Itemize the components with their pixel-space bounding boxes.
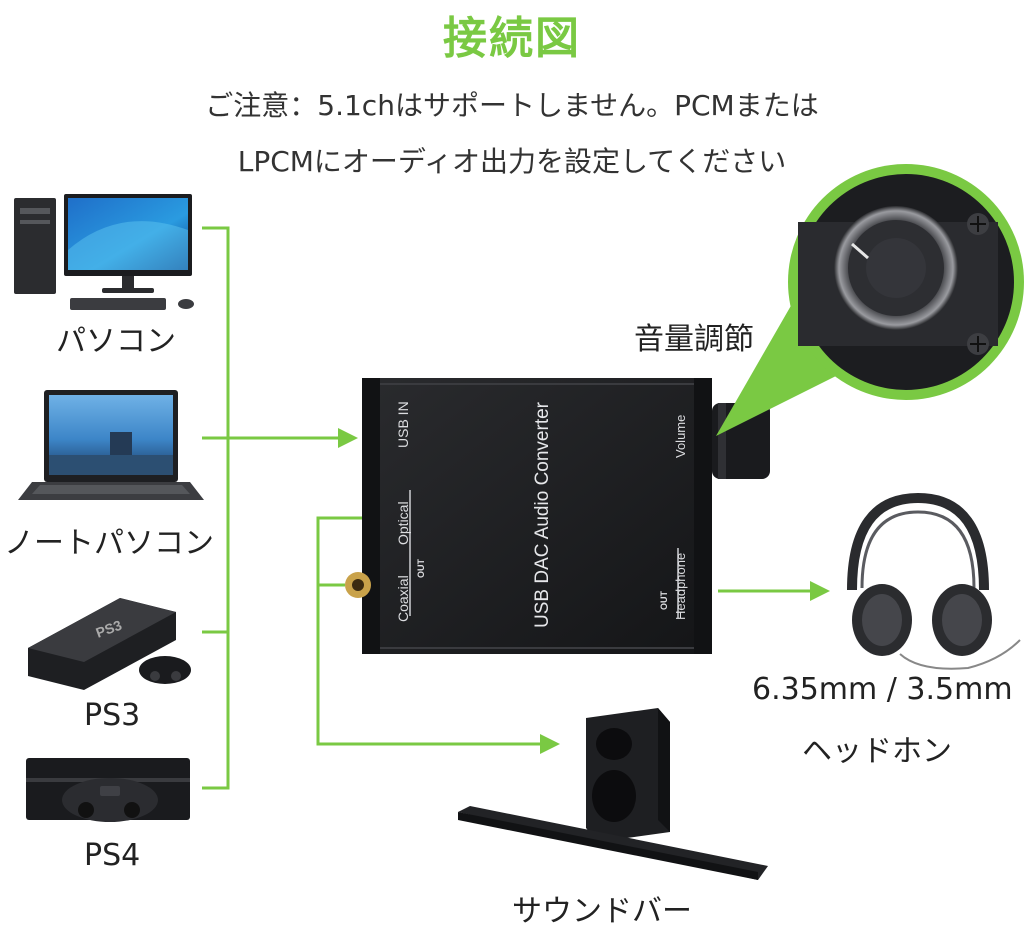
- arrow-to-headphone: [810, 581, 830, 601]
- label-headphone-size: 6.35mm / 3.5mm: [752, 672, 1013, 707]
- device-name: USB DAC Audio Converter: [532, 401, 553, 628]
- label-laptop: ノートパソコン: [4, 526, 214, 561]
- arrow-to-usb-in: [338, 428, 358, 448]
- optical-label: Optical: [395, 501, 411, 545]
- label-volume-control: 音量調節: [634, 322, 754, 357]
- coaxial-label: Coaxial: [395, 575, 411, 622]
- ps3-console-icon: PS3: [28, 598, 191, 690]
- volume-label: Volume: [673, 415, 688, 458]
- note-line-2: LPCMにオーディオ出力を設定してください: [237, 145, 787, 178]
- label-ps4: PS4: [84, 838, 141, 873]
- usb-in-label: USB IN: [395, 401, 411, 448]
- headphone-icon: [847, 492, 1021, 670]
- connector-arrowheads: [338, 428, 830, 754]
- laptop-icon: [18, 390, 204, 500]
- label-headphone: ヘッドホン: [802, 734, 952, 769]
- label-ps3: PS3: [84, 698, 141, 733]
- label-soundbar: サウンドバー: [512, 894, 692, 929]
- note-line-1: ご注意：5.1chはサポートしません。PCMまたは: [205, 89, 819, 122]
- headphone-out-label: OUT: [659, 591, 669, 611]
- ps4-console-icon: [26, 758, 190, 822]
- label-pc: パソコン: [56, 324, 176, 359]
- optical-out-label: OUT: [416, 559, 426, 579]
- diagram-title: 接続図: [443, 13, 581, 64]
- dac-converter-box: USB IN Optical OUT Coaxial USB DAC Audio…: [345, 378, 770, 654]
- connector-lines: [202, 226, 810, 790]
- volume-callout: [716, 164, 1024, 436]
- soundbar-icon: [458, 708, 768, 880]
- headphone-port-label: Headphone: [673, 553, 688, 620]
- arrow-to-soundbar: [540, 734, 560, 754]
- desktop-pc-icon: [14, 194, 194, 310]
